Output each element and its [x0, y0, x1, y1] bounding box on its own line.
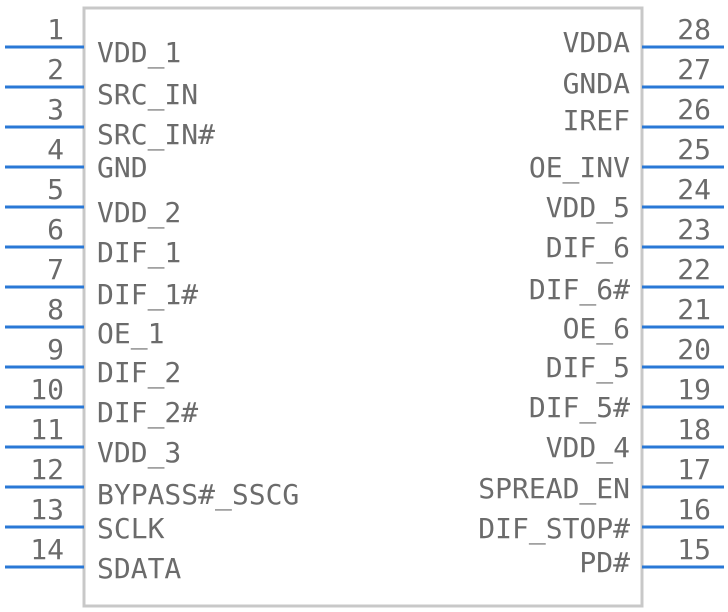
pin-21-number: 21 — [677, 293, 711, 326]
pin-5-number: 5 — [47, 173, 64, 206]
pin-8-number: 8 — [47, 293, 64, 326]
pin-24-number: 24 — [677, 173, 711, 206]
pin-18-number: 18 — [677, 413, 711, 446]
pin-27-label: GNDA — [563, 67, 631, 100]
pin-3-label: SRC_IN# — [97, 118, 215, 152]
pin-1-number: 1 — [47, 13, 64, 46]
pin-10-number: 10 — [30, 373, 64, 406]
pin-2-number: 2 — [47, 53, 64, 86]
pin-16-label: DIF_STOP# — [478, 512, 630, 546]
pin-23-label: DIF_6 — [546, 231, 630, 265]
pin-22-label: DIF_6# — [529, 273, 630, 307]
pin-12-number: 12 — [30, 453, 64, 486]
pin-19-number: 19 — [677, 373, 711, 406]
pin-19-label: DIF_5# — [529, 391, 630, 425]
pin-25-number: 25 — [677, 133, 711, 166]
pin-4-label: GND — [97, 151, 148, 184]
pin-10-label: DIF_2# — [97, 396, 198, 430]
pin-6-label: DIF_1 — [97, 236, 181, 270]
chip-body — [82, 6, 644, 608]
pin-15-label: PD# — [579, 546, 630, 579]
pin-18-label: VDD_4 — [546, 431, 630, 465]
pin-7-number: 7 — [47, 253, 64, 286]
pin-26-number: 26 — [677, 93, 711, 126]
pin-7-label: DIF_1# — [97, 278, 198, 312]
pin-13-number: 13 — [30, 493, 64, 526]
pin-9-label: DIF_2 — [97, 356, 181, 390]
pin-9-number: 9 — [47, 333, 64, 366]
pin-17-number: 17 — [677, 453, 711, 486]
pin-20-label: DIF_5 — [546, 351, 630, 385]
pin-14-number: 14 — [30, 533, 64, 566]
pin-1-label: VDD_1 — [97, 36, 181, 70]
pin-6-number: 6 — [47, 213, 64, 246]
pin-28-label: VDDA — [563, 26, 631, 59]
pin-3-number: 3 — [47, 93, 64, 126]
pin-24-label: VDD_5 — [546, 191, 630, 225]
pin-20-number: 20 — [677, 333, 711, 366]
pin-26-label: IREF — [563, 104, 630, 137]
pin-21-label: OE_6 — [563, 312, 630, 346]
pin-15-number: 15 — [677, 533, 711, 566]
pin-28-number: 28 — [677, 13, 711, 46]
pin-27-number: 27 — [677, 53, 711, 86]
pin-13-label: SCLK — [97, 512, 165, 545]
pin-17-label: SPREAD_EN — [478, 472, 630, 506]
pin-11-label: VDD_3 — [97, 436, 181, 470]
pin-12-label: BYPASS#_SSCG — [97, 478, 299, 512]
pin-14-label: SDATA — [97, 552, 181, 585]
pin-8-label: OE_1 — [97, 317, 164, 351]
pin-5-label: VDD_2 — [97, 196, 181, 230]
pin-22-number: 22 — [677, 253, 711, 286]
pin-23-number: 23 — [677, 213, 711, 246]
pin-11-number: 11 — [30, 413, 64, 446]
pin-25-label: OE_INV — [529, 151, 630, 185]
pin-16-number: 16 — [677, 493, 711, 526]
pin-2-label: SRC_IN — [97, 78, 198, 112]
pin-4-number: 4 — [47, 133, 64, 166]
